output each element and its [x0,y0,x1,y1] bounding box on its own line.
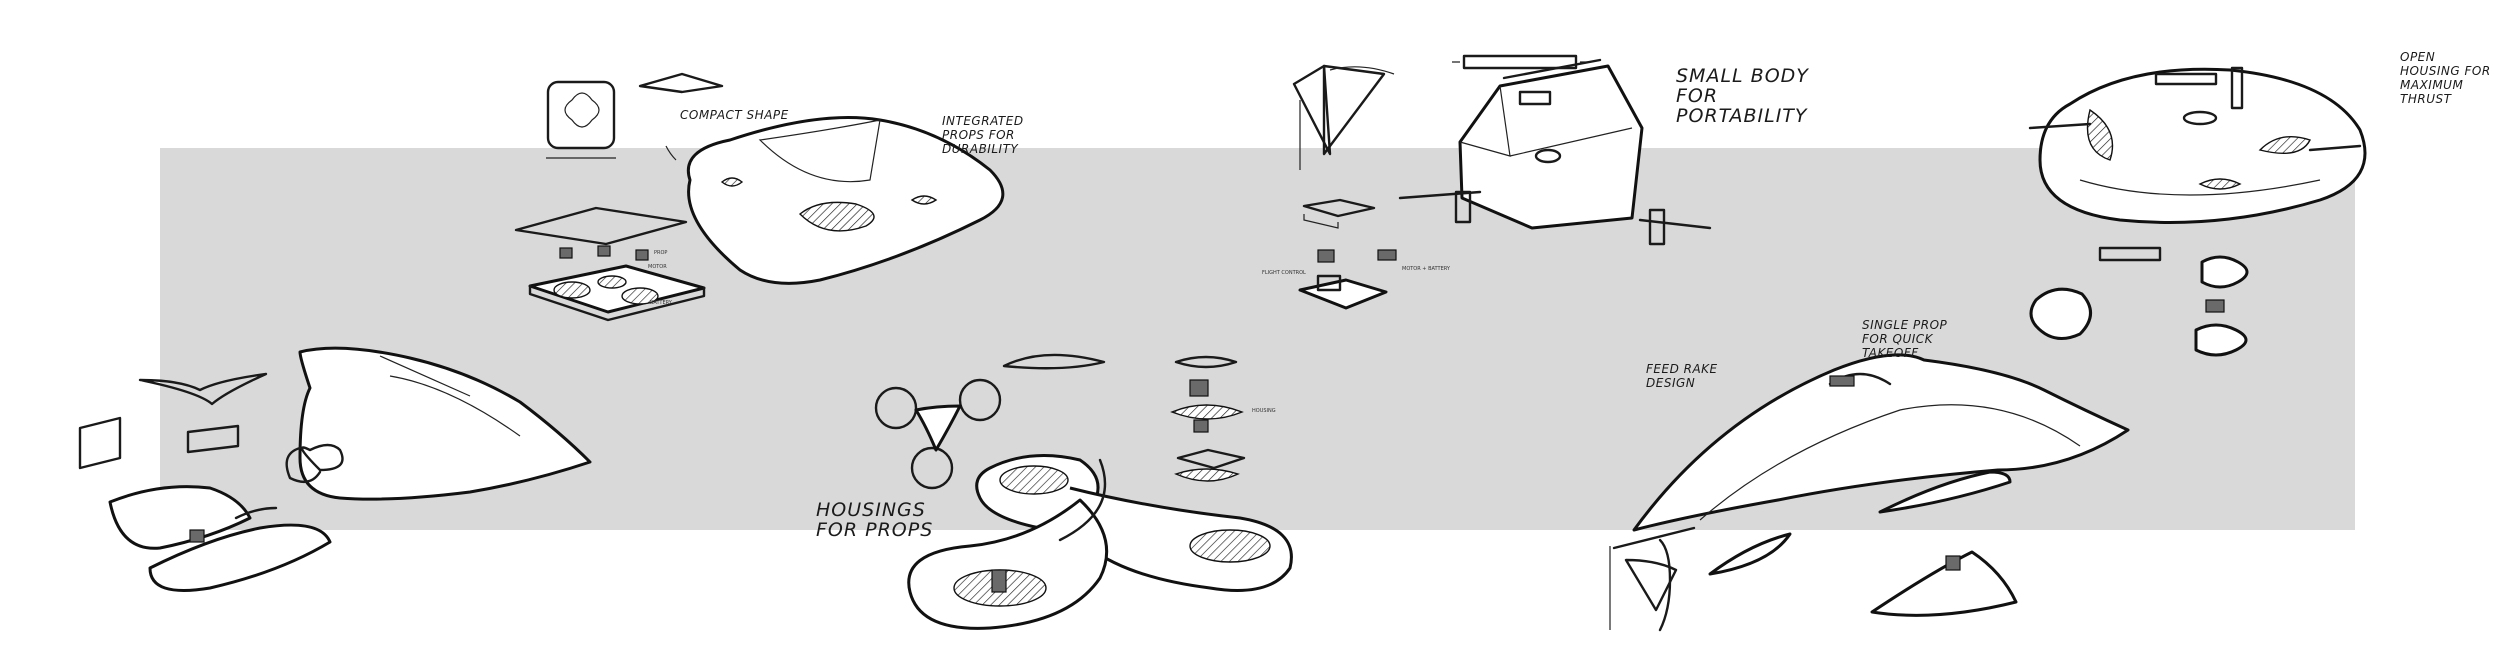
callout-battery: Battery [650,300,672,306]
open-housing-note: Open housing for maximum thrust [2400,50,2491,106]
open-housing-drone-sketch [2028,66,2367,357]
callout-motor-battery: Motor + Battery [1402,266,1450,272]
housing-props-drone-sketch [874,353,1293,630]
callout-motor: Motor [648,264,667,270]
callout-flight-control: Flight control [1262,270,1306,276]
single-prop-note: Single prop for quick takeoff [1862,318,1948,360]
compact-shape-note: Compact shape [680,108,789,122]
callout-housing: Housing [1252,408,1276,414]
single-prop-drone-sketch [1609,353,2130,632]
wing-drone-sketch [78,346,592,592]
housings-for-props-note: Housings for props [816,499,934,541]
small-body-drone-sketch [1292,54,1712,310]
feed-rake-note: Feed rake design [1646,362,1718,390]
small-body-note: Small body for portability [1676,65,1809,127]
callout-prop: Prop [654,250,668,256]
integrated-props-note: Integrated props for durability [942,114,1024,156]
compact-drone-sketch [514,72,1005,322]
